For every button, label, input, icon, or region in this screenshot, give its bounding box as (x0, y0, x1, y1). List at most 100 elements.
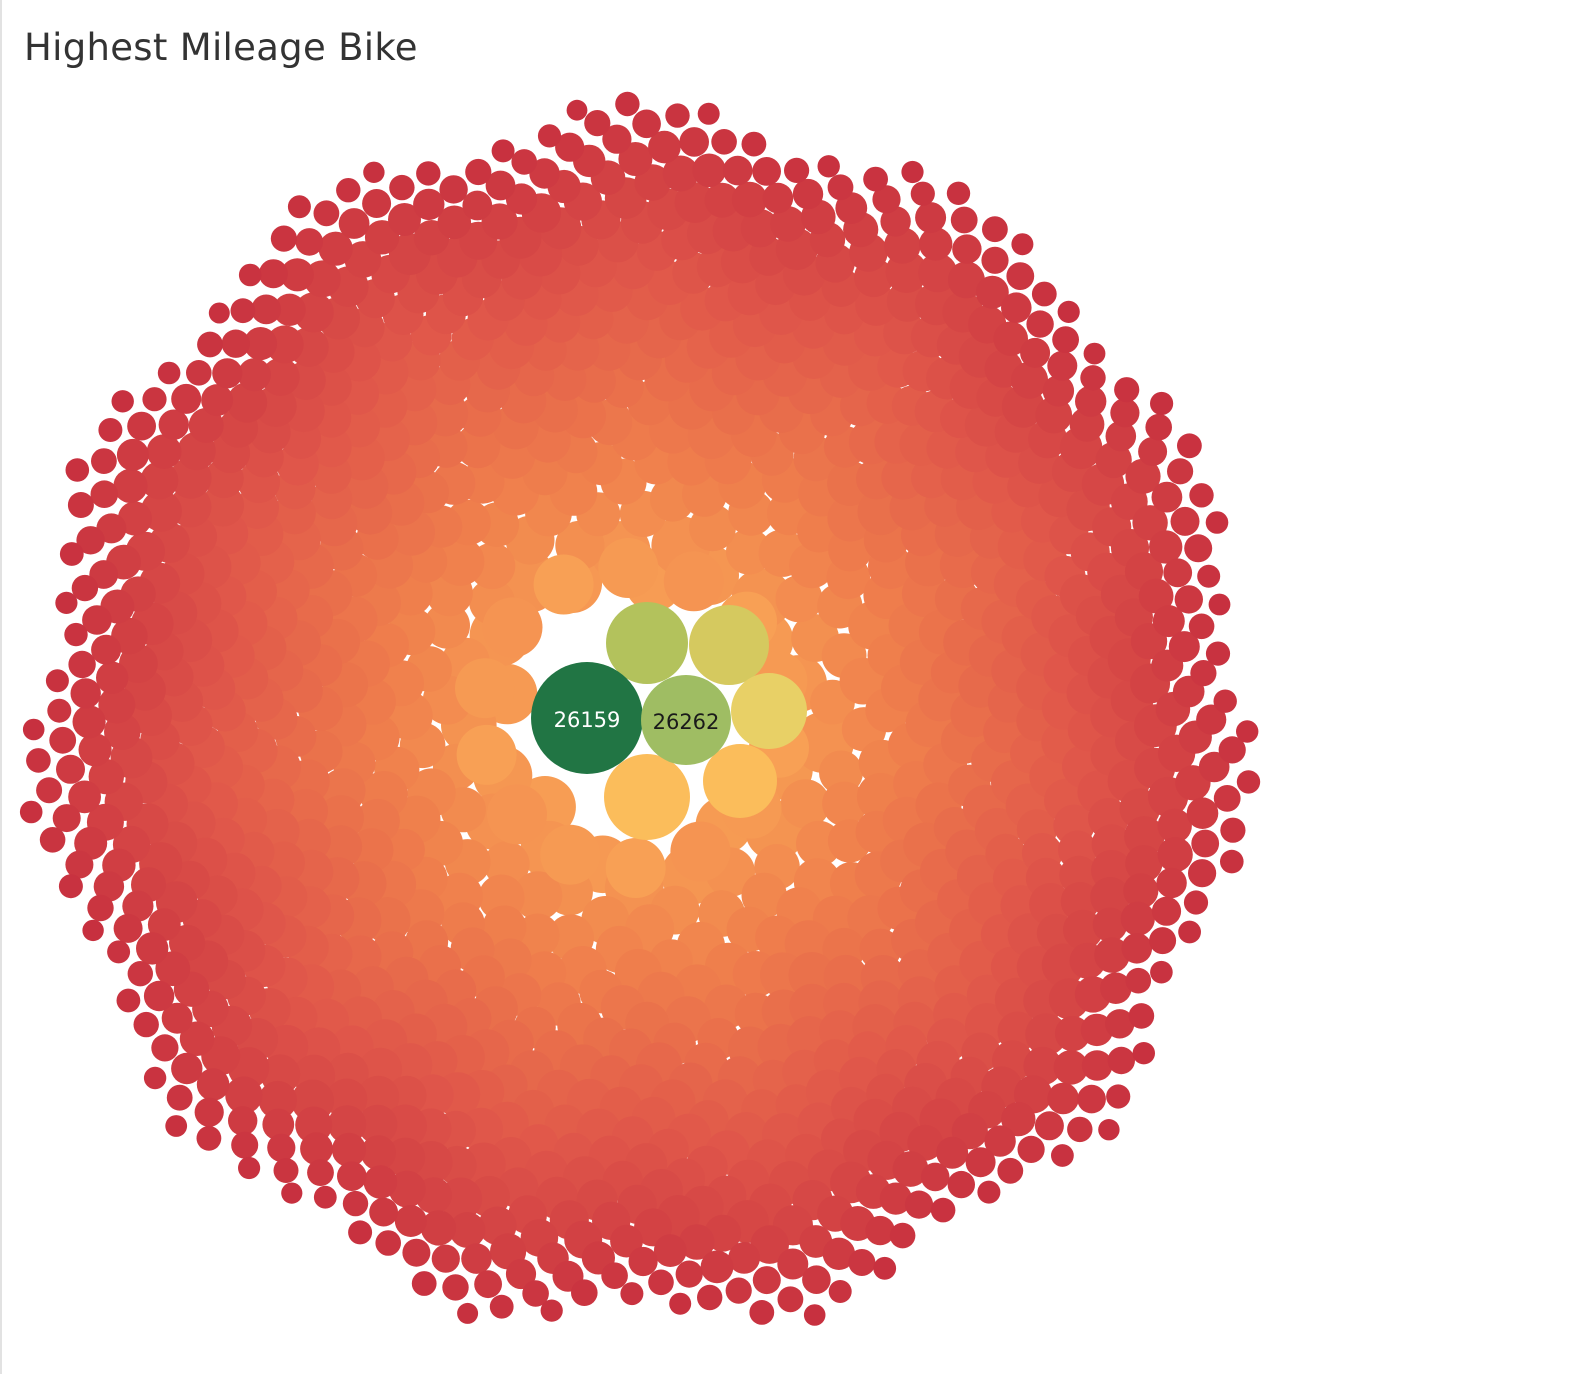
bubble[interactable] (491, 139, 515, 163)
bubble[interactable] (618, 142, 653, 176)
bubble[interactable] (828, 1280, 852, 1303)
bubble[interactable] (1149, 530, 1183, 564)
bubble[interactable] (1150, 391, 1174, 416)
bubble[interactable] (872, 185, 901, 214)
bubble[interactable] (749, 1300, 775, 1325)
bubble[interactable] (863, 166, 888, 192)
bubble[interactable] (1121, 933, 1153, 964)
bubble[interactable] (280, 258, 314, 292)
bubble[interactable] (1011, 233, 1034, 256)
bubble[interactable] (1149, 927, 1177, 955)
bubble[interactable] (411, 1271, 437, 1296)
bubble[interactable] (1220, 849, 1244, 874)
bubble[interactable] (1183, 890, 1209, 915)
bubble[interactable] (402, 1238, 431, 1267)
bubble[interactable] (58, 874, 83, 899)
bubble[interactable] (251, 294, 282, 325)
bubble[interactable] (243, 327, 278, 361)
bubble[interactable] (1123, 873, 1159, 909)
bubble[interactable] (1205, 511, 1229, 534)
bubble[interactable] (1025, 1013, 1068, 1056)
bubble[interactable] (770, 206, 806, 242)
bubble[interactable] (515, 913, 560, 958)
bubble[interactable] (258, 259, 288, 289)
bubble[interactable] (670, 821, 731, 882)
bubble[interactable] (1213, 785, 1241, 812)
bubble[interactable] (1220, 817, 1246, 843)
bubble[interactable] (127, 411, 156, 441)
bubble[interactable] (697, 102, 720, 125)
bubble[interactable] (1124, 816, 1165, 857)
bubble[interactable] (1001, 1101, 1036, 1137)
inner-bubble[interactable] (604, 754, 690, 840)
bubble[interactable] (620, 1282, 644, 1306)
bubble[interactable] (78, 733, 112, 767)
bubble[interactable] (1190, 660, 1217, 687)
bubble[interactable] (918, 253, 958, 293)
bubble[interactable] (892, 1151, 929, 1187)
bubble[interactable] (1236, 770, 1261, 794)
bubble[interactable] (1156, 867, 1187, 899)
bubble[interactable] (817, 155, 840, 178)
bubble[interactable] (750, 1225, 789, 1264)
bubble[interactable] (946, 181, 971, 205)
bubble[interactable] (45, 669, 69, 693)
bubble[interactable] (487, 784, 547, 845)
bubble[interactable] (389, 174, 415, 201)
bubble[interactable] (977, 1180, 1001, 1204)
bubble[interactable] (116, 988, 141, 1013)
bubble[interactable] (93, 871, 125, 902)
bubble[interactable] (584, 110, 611, 137)
bubble[interactable] (146, 434, 182, 469)
bubble[interactable] (788, 952, 836, 999)
bubble[interactable] (142, 387, 167, 412)
bubble[interactable] (136, 932, 169, 965)
bubble[interactable] (482, 905, 527, 950)
bubble[interactable] (865, 1215, 895, 1246)
bubble[interactable] (71, 574, 99, 602)
bubble[interactable] (947, 261, 985, 299)
bubble[interactable] (784, 157, 810, 183)
bubble[interactable] (117, 501, 152, 536)
bubble[interactable] (1107, 1046, 1136, 1075)
bubble[interactable] (1196, 704, 1227, 735)
bubble[interactable] (461, 1243, 492, 1274)
bubble[interactable] (437, 205, 472, 240)
bubble[interactable] (59, 542, 84, 566)
bubble[interactable] (72, 705, 106, 739)
bubble[interactable] (1188, 859, 1217, 888)
bubble[interactable] (26, 748, 51, 773)
bubble[interactable] (70, 678, 101, 709)
bubble[interactable] (722, 155, 753, 186)
bubble[interactable] (357, 1104, 398, 1145)
bubble[interactable] (348, 1220, 373, 1245)
bubble[interactable] (327, 1105, 367, 1144)
bubble[interactable] (127, 961, 153, 987)
bubble[interactable] (1128, 1003, 1155, 1029)
bubble[interactable] (975, 275, 1009, 309)
bubble[interactable] (993, 321, 1028, 357)
bubble[interactable] (615, 91, 640, 117)
bubble[interactable] (225, 1076, 263, 1114)
bubble[interactable] (529, 158, 560, 189)
bubble[interactable] (166, 1084, 193, 1111)
bubble[interactable] (1132, 1042, 1156, 1065)
bubble[interactable] (36, 777, 63, 804)
bubble[interactable] (313, 200, 340, 227)
bubble[interactable] (364, 220, 400, 255)
bubble[interactable] (96, 661, 129, 694)
bubble[interactable] (295, 228, 324, 256)
bubble[interactable] (113, 468, 148, 503)
bubble[interactable] (64, 622, 88, 647)
bubble[interactable] (1057, 300, 1080, 323)
bubble[interactable] (394, 1205, 427, 1237)
bubble[interactable] (385, 1137, 426, 1178)
bubble[interactable] (300, 1132, 333, 1166)
bubble[interactable] (1189, 483, 1214, 508)
bubble[interactable] (465, 158, 492, 186)
bubble[interactable] (1083, 342, 1106, 365)
bubble[interactable] (489, 1294, 514, 1319)
bubble[interactable] (697, 1284, 723, 1311)
bubble[interactable] (533, 554, 594, 615)
bubble[interactable] (653, 1234, 687, 1267)
